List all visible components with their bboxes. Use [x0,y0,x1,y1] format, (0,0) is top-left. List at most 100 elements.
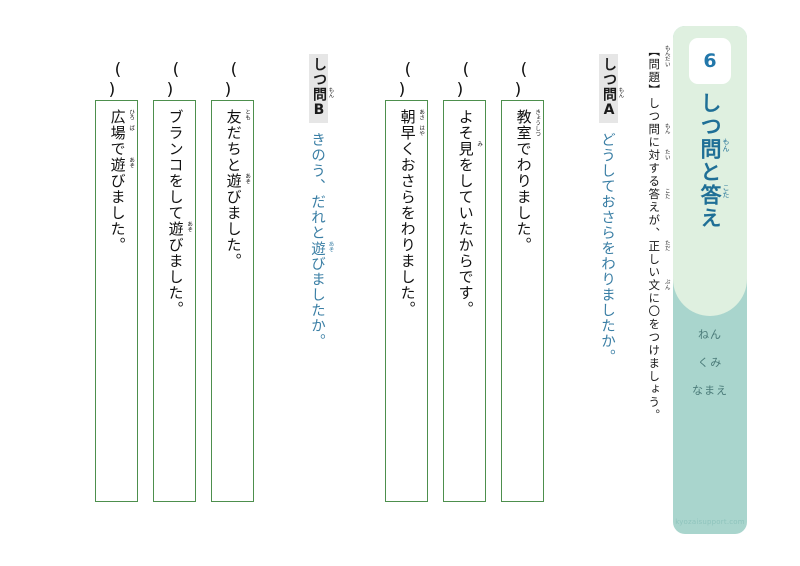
answer-marker-b-3[interactable]: ( ) [108,60,134,100]
ruby-base: 正ただ [647,240,670,253]
page-number-badge: 6 [689,38,731,84]
ruby-base: 教室きょうしつ [514,109,541,141]
answer-box-b-2[interactable]: ブランコをして遊あそびました。 [153,100,196,502]
furigana: こた [663,188,670,199]
plain-run: する [647,162,662,188]
plain-run: くおさらをわりました。 [398,141,417,317]
plain-run: しい [647,253,662,279]
student-name-fields: ねん くみ なまえ [673,326,747,410]
ruby-base: 広ひろ [108,109,135,125]
answer-marker-a-3[interactable]: ( ) [398,60,424,100]
answer-box-b-2-text: ブランコをして遊あそびました。 [166,109,193,317]
plain-run: でわりました。 [514,141,533,253]
plain-run: しつ [311,57,327,87]
answer-marker-a-1[interactable]: ( ) [514,60,540,100]
question-b-text: きのう、だれと遊あそびましたか。 [308,132,334,349]
answer-marker-b-1[interactable]: ( ) [224,60,250,100]
plain-run: えが、 [647,201,662,240]
ruby-base: 問もん [647,123,670,136]
name-field-name[interactable]: なまえ [692,384,728,397]
furigana: もん [663,123,670,134]
ruby-base: 遊あそ [108,157,135,173]
plain-run: きのう、だれと [309,132,325,241]
furigana: ば [128,125,135,131]
ruby-base: 文ぶん [647,279,670,292]
plain-run: よそ [456,109,475,141]
furigana: もん [617,87,624,98]
furigana: あさ [418,109,425,120]
plain-run: びましたか。 [309,256,325,349]
plain-run: と [698,161,723,184]
furigana: み [476,141,483,147]
answer-box-b-1[interactable]: 友ともだちと遊あそびました。 [211,100,254,502]
furigana: あそ [244,173,251,184]
plain-run: びました。 [108,173,127,253]
ruby-base: 見み [456,141,483,157]
plain-run: に〇をつけましょう。 [647,292,662,422]
answer-box-a-2[interactable]: よそ見みをしていたからです。 [443,100,486,502]
furigana: あそ [327,240,334,252]
ruby-base: 朝あさ [398,109,425,125]
name-field-year[interactable]: ねん [698,328,722,341]
answer-box-a-1[interactable]: 教室きょうしつでわりました。 [501,100,544,502]
ruby-base: 問もん [601,87,624,102]
plain-run: しつ [698,92,723,138]
furigana: もん [327,87,334,98]
answer-box-b-3[interactable]: 広ひろ場ばで遊あそびました。 [95,100,138,502]
furigana: あそ [128,157,135,168]
plain-run: ブランコをして [166,109,185,221]
plain-run: A [601,102,617,119]
ruby-base: 答こた [647,188,670,201]
plain-run: に [647,136,662,149]
plain-run: B [311,102,327,119]
instruction-block: 【問題】もんだいしつ問もんに対たいする答こたえが、正ただしい文ぶんに〇をつけまし… [645,45,671,422]
site-credit: kyozaisupport.com [675,518,745,526]
furigana: こた [722,184,731,198]
answer-box-b-1-text: 友ともだちと遊あそびました。 [224,109,251,269]
ruby-base: 友とも [224,109,251,125]
panel-title-text: しつ問もんと答こたえ [698,92,731,302]
ruby-base: 遊あそ [224,173,251,189]
furigana: もんだい [663,45,670,67]
plain-run: え [698,207,723,230]
instruction-text: 【問題】もんだいしつ問もんに対たいする答こたえが、正ただしい文ぶんに〇をつけまし… [645,45,670,422]
furigana: とも [244,109,251,120]
plain-run: びました。 [166,237,185,317]
furigana: ひろ [128,109,135,120]
page-number-value: 6 [703,50,717,72]
ruby-base: 【問題】もんだい [647,45,670,97]
panel-title: しつ問もんと答こたえ [673,92,747,302]
plain-run: どうしておさらをわりましたか。 [599,132,615,365]
plain-run: しつ [647,97,662,123]
plain-run: びました。 [224,189,243,269]
ruby-base: 対たい [647,149,670,162]
answer-marker-b-2[interactable]: ( ) [166,60,192,100]
furigana: ただ [663,240,670,251]
ruby-base: 問もん [698,138,731,161]
question-a-text: どうしておさらをわりましたか。 [598,132,616,365]
answer-box-a-3[interactable]: 朝あさ早はやくおさらをわりました。 [385,100,428,502]
name-field-class[interactable]: くみ [697,356,723,369]
furigana: きょうしつ [534,109,541,137]
plain-run: だちと [224,125,243,173]
answer-box-a-2-text: よそ見みをしていたからです。 [456,109,483,317]
furigana: たい [663,149,670,160]
plain-run: で [108,141,127,157]
ruby-base: 早はや [398,125,425,141]
question-a-text-content: どうしておさらをわりましたか。 [598,132,616,365]
plain-run: をしていたからです。 [456,157,475,317]
furigana: ぶん [663,279,670,290]
ruby-base: 遊あそ [166,221,193,237]
question-b-text-content: きのう、だれと遊あそびましたか。 [308,132,334,349]
answer-box-b-3-text: 広ひろ場ばで遊あそびました。 [108,109,135,253]
furigana: あそ [186,221,193,232]
ruby-base: 問もん [311,87,334,102]
answer-marker-a-2[interactable]: ( ) [456,60,482,100]
furigana: はや [418,125,425,136]
